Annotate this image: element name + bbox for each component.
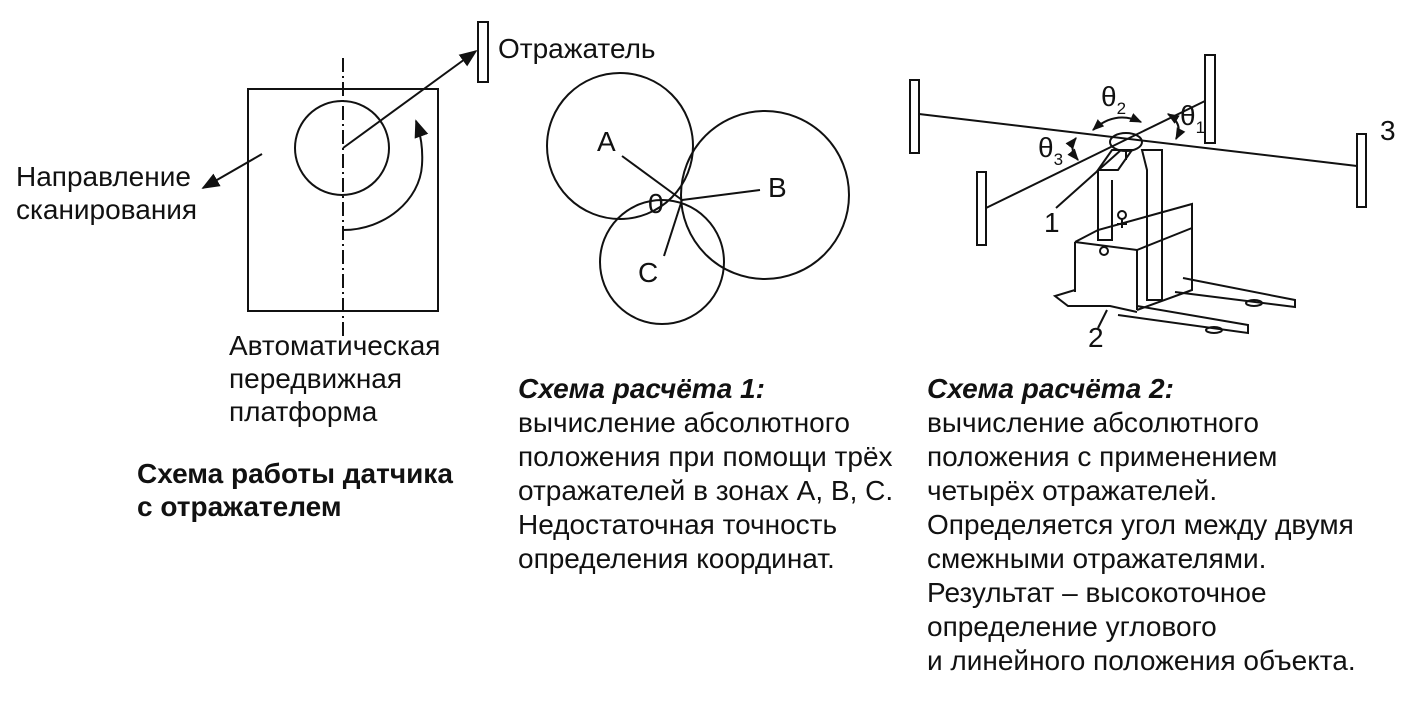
reflector-plate-right (1356, 133, 1367, 208)
theta-3-label: θ3 (1038, 132, 1063, 169)
leader-2 (1097, 309, 1108, 329)
theta-2-label: θ2 (1101, 81, 1126, 118)
scheme-text: Результат – высокоточное (927, 577, 1267, 608)
scheme-text: Недостаточная точность (518, 509, 837, 540)
sensor-circle (294, 100, 390, 196)
reflector-label: Отражатель (498, 33, 656, 64)
label-3: 3 (1380, 115, 1396, 146)
beam-arrow (342, 49, 478, 149)
scheme-sensor-reflector: Отражатель Направление сканирования Авто… (16, 21, 656, 522)
scheme-text: положения при помощи трёх (518, 441, 893, 472)
point-a-label: A (597, 126, 616, 157)
scheme-text: четырёх отражателей. (927, 475, 1217, 506)
line-o-b (681, 189, 761, 201)
scheme-text: вычисление абсолютного (518, 407, 850, 438)
scheme-text: определение углового (927, 611, 1217, 642)
line-o-c (663, 199, 683, 257)
reflector-plate-left-top (909, 79, 920, 154)
scheme-text: отражателей в зонах А, В, С. (518, 475, 893, 506)
scheme-title: Схема расчёта 2: (927, 373, 1174, 404)
reflector-plate-left-bottom (976, 171, 987, 246)
forklift-drawing (1052, 132, 1296, 335)
scheme-text: вычисление абсолютного (927, 407, 1259, 438)
scheme-text: определения координат. (518, 543, 835, 574)
caption: с отражателем (137, 491, 342, 522)
scheme-text: и линейного положения объекта. (927, 645, 1356, 676)
caption: Схема работы датчика (137, 458, 453, 489)
scheme-text: Определяется угол между двумя (927, 509, 1354, 540)
direction-label: сканирования (16, 194, 197, 225)
scheme-calculation-2: θ2 θ1 θ3 (909, 54, 1396, 676)
point-b-label: B (768, 172, 787, 203)
reflector-plate-right-top (1204, 54, 1216, 144)
scheme-text: смежными отражателями. (927, 543, 1266, 574)
scheme-calculation-1: A B C 0 Схема расчёта 1: вычисление абсо… (518, 72, 893, 574)
reflector-plate (477, 21, 489, 83)
point-o-label: 0 (648, 188, 664, 219)
circle-c (599, 199, 725, 325)
scheme-title: Схема расчёта 1: (518, 373, 765, 404)
line-o-a (621, 155, 683, 201)
scan-direction-arrow (201, 153, 263, 189)
rotation-arrow (342, 119, 429, 231)
theta-2-arc (1092, 113, 1143, 131)
leader-1 (1055, 149, 1122, 209)
label-1: 1 (1044, 207, 1060, 238)
sensor-head (1109, 132, 1143, 152)
circle-b (680, 110, 850, 280)
platform-label: Автоматическая (229, 330, 440, 361)
direction-label: Направление (16, 161, 191, 192)
label-2: 2 (1088, 322, 1104, 353)
platform-label: платформа (229, 396, 378, 427)
theta-3-arc (1065, 137, 1079, 161)
theta-1-label: θ1 (1180, 100, 1205, 137)
point-c-label: C (638, 257, 658, 288)
theta-1-arc (1166, 113, 1186, 141)
sight-line-1 (918, 113, 1358, 167)
circle-a (546, 72, 694, 220)
scheme-text: положения с применением (927, 441, 1277, 472)
platform-label: передвижная (229, 363, 402, 394)
